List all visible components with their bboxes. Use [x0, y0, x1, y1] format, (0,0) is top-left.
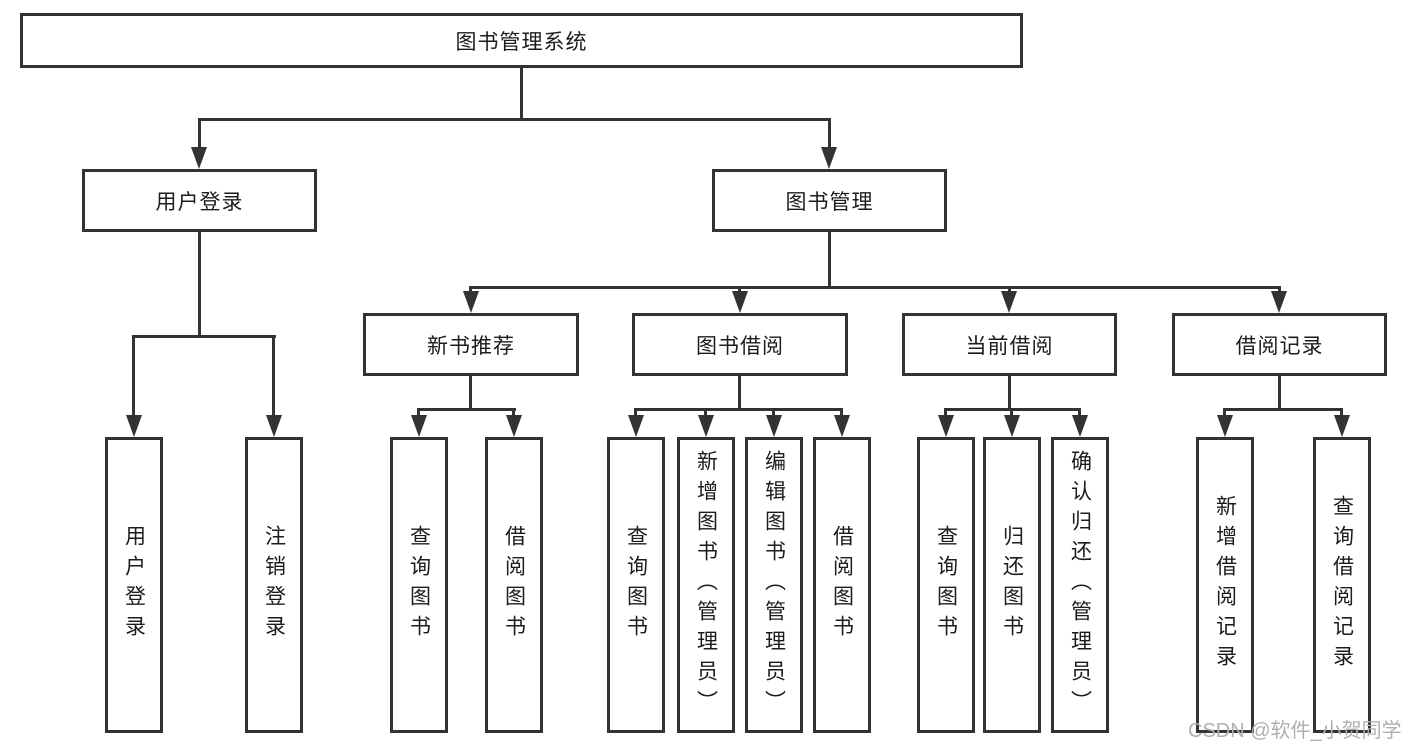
connector-hline	[132, 335, 276, 338]
leaf-newbook-borrow-label: 借阅图书	[502, 525, 526, 645]
node-current-borrow: 当前借阅	[902, 313, 1117, 376]
connector-vline	[198, 232, 201, 337]
arrow-down-icon	[834, 415, 850, 437]
node-user-login-label: 用户登录	[155, 190, 244, 214]
connector-vline	[1010, 408, 1013, 417]
leaf-current-return-label: 归还图书	[1000, 525, 1024, 645]
connector-vline	[417, 408, 420, 417]
connector-vline	[1008, 376, 1011, 411]
connector-vline	[828, 118, 831, 149]
arrow-down-icon	[1217, 415, 1233, 437]
leaf-record-add-label: 新增借阅记录	[1213, 495, 1237, 675]
node-root-label: 图书管理系统	[455, 30, 588, 54]
node-book-borrow-label: 图书借阅	[696, 334, 784, 358]
arrow-down-icon	[1001, 291, 1017, 313]
arrow-down-icon	[628, 415, 644, 437]
leaf-borrow-book: 借阅图书	[813, 437, 871, 733]
leaf-current-confirm-admin-label: 确认归还（管理员）	[1068, 450, 1092, 720]
connector-vline	[520, 68, 523, 120]
leaf-borrow-edit-admin: 编辑图书（管理员）	[745, 437, 803, 733]
leaf-newbook-query-label: 查询图书	[407, 525, 431, 645]
connector-vline	[1340, 408, 1343, 417]
connector-hline	[198, 118, 831, 121]
connector-vline	[738, 376, 741, 411]
leaf-current-query: 查询图书	[917, 437, 975, 733]
leaf-newbook-borrow: 借阅图书	[485, 437, 543, 733]
connector-vline	[634, 408, 637, 417]
node-borrow-record-label: 借阅记录	[1235, 334, 1324, 358]
connector-hline	[469, 286, 1281, 289]
arrow-down-icon	[506, 415, 522, 437]
arrow-down-icon	[732, 291, 748, 313]
leaf-record-query: 查询借阅记录	[1313, 437, 1371, 733]
connector-hline	[1223, 408, 1343, 411]
connector-vline	[1223, 408, 1226, 417]
leaf-logout: 注销登录	[245, 437, 303, 733]
leaf-borrow-query: 查询图书	[607, 437, 665, 733]
connector-vline	[198, 118, 201, 149]
connector-vline	[828, 232, 831, 289]
connector-hline	[417, 408, 516, 411]
arrow-down-icon	[191, 147, 207, 169]
leaf-borrow-book-label: 借阅图书	[830, 525, 854, 645]
leaf-logout-label: 注销登录	[262, 525, 286, 645]
leaf-borrow-add-admin-label: 新增图书（管理员）	[694, 450, 718, 720]
node-root: 图书管理系统	[20, 13, 1023, 68]
arrow-down-icon	[1271, 291, 1287, 313]
connector-vline	[840, 408, 843, 417]
node-borrow-record: 借阅记录	[1172, 313, 1387, 376]
leaf-current-query-label: 查询图书	[934, 525, 958, 645]
csdn-watermark: CSDN @软件_小贺同学	[1188, 720, 1402, 742]
connector-vline	[272, 335, 275, 417]
node-new-book-rec: 新书推荐	[363, 313, 579, 376]
connector-vline	[469, 376, 472, 411]
arrow-down-icon	[766, 415, 782, 437]
leaf-record-add: 新增借阅记录	[1196, 437, 1254, 733]
leaf-current-confirm-admin: 确认归还（管理员）	[1051, 437, 1109, 733]
connector-vline	[772, 408, 775, 417]
node-book-borrow: 图书借阅	[632, 313, 848, 376]
node-book-mgmt: 图书管理	[712, 169, 947, 232]
connector-vline	[944, 408, 947, 417]
leaf-current-return: 归还图书	[983, 437, 1041, 733]
leaf-borrow-query-label: 查询图书	[624, 525, 648, 645]
leaf-borrow-edit-admin-label: 编辑图书（管理员）	[762, 450, 786, 720]
arrow-down-icon	[1334, 415, 1350, 437]
node-current-borrow-label: 当前借阅	[965, 334, 1054, 358]
leaf-user-login-label: 用户登录	[122, 525, 146, 645]
arrow-down-icon	[463, 291, 479, 313]
leaf-newbook-query: 查询图书	[390, 437, 448, 733]
connector-hline	[634, 408, 843, 411]
connector-vline	[704, 408, 707, 417]
leaf-record-query-label: 查询借阅记录	[1330, 495, 1354, 675]
arrow-down-icon	[698, 415, 714, 437]
arrow-down-icon	[1072, 415, 1088, 437]
leaf-user-login: 用户登录	[105, 437, 163, 733]
arrow-down-icon	[1004, 415, 1020, 437]
arrow-down-icon	[821, 147, 837, 169]
node-book-mgmt-label: 图书管理	[785, 190, 874, 214]
leaf-borrow-add-admin: 新增图书（管理员）	[677, 437, 735, 733]
connector-vline	[1278, 376, 1281, 411]
arrow-down-icon	[126, 415, 142, 437]
connector-vline	[512, 408, 515, 417]
arrow-down-icon	[266, 415, 282, 437]
node-new-book-rec-label: 新书推荐	[427, 334, 515, 358]
node-user-login: 用户登录	[82, 169, 317, 232]
connector-vline	[1078, 408, 1081, 417]
arrow-down-icon	[411, 415, 427, 437]
arrow-down-icon	[938, 415, 954, 437]
connector-vline	[132, 335, 135, 417]
